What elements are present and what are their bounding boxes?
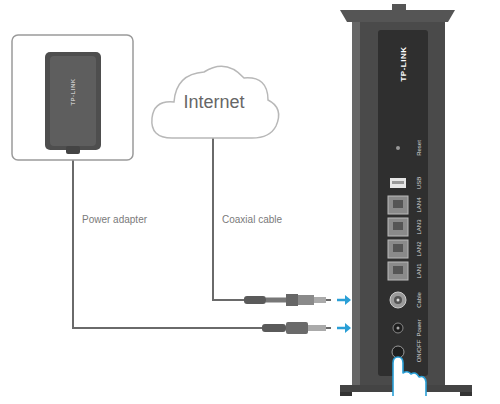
cable-label: Coaxial cable xyxy=(222,214,282,225)
power-plug xyxy=(262,322,326,334)
power-adapter-body xyxy=(45,52,101,154)
coax-plug xyxy=(244,294,331,306)
arrow-head xyxy=(345,295,351,305)
pointing-hand xyxy=(393,357,426,396)
port-label: LAN3 xyxy=(416,219,422,234)
power-adapter: TP-LINK xyxy=(45,52,101,150)
cable-label: Power adapter xyxy=(82,214,147,225)
cable-connector xyxy=(73,154,351,333)
cable-connector xyxy=(213,136,351,305)
wall-plate xyxy=(12,35,133,160)
port-label: Reset xyxy=(416,140,422,156)
port-label: Cable xyxy=(416,292,422,308)
cloud-label: Internet xyxy=(183,92,244,113)
router-body xyxy=(340,4,472,396)
port-label: LAN2 xyxy=(416,241,422,256)
port-label: Power xyxy=(416,319,422,336)
arrow-shaft xyxy=(337,299,346,302)
brand-logo: TP-LINK xyxy=(399,46,408,81)
port-label: ON/OFF xyxy=(416,340,422,363)
port-label: LAN4 xyxy=(416,197,422,212)
internet-cloud xyxy=(152,66,279,138)
arrow-shaft xyxy=(337,327,346,330)
port-label: LAN1 xyxy=(416,263,422,278)
internet-cloud-node: Internet xyxy=(158,66,270,138)
port-label: USB xyxy=(416,177,422,189)
router-node: TP-LINK xyxy=(352,22,445,385)
cable-line xyxy=(73,154,331,328)
cable-line xyxy=(213,136,331,300)
arrow-head xyxy=(345,323,351,333)
brand-text: TP-LINK xyxy=(70,78,76,105)
